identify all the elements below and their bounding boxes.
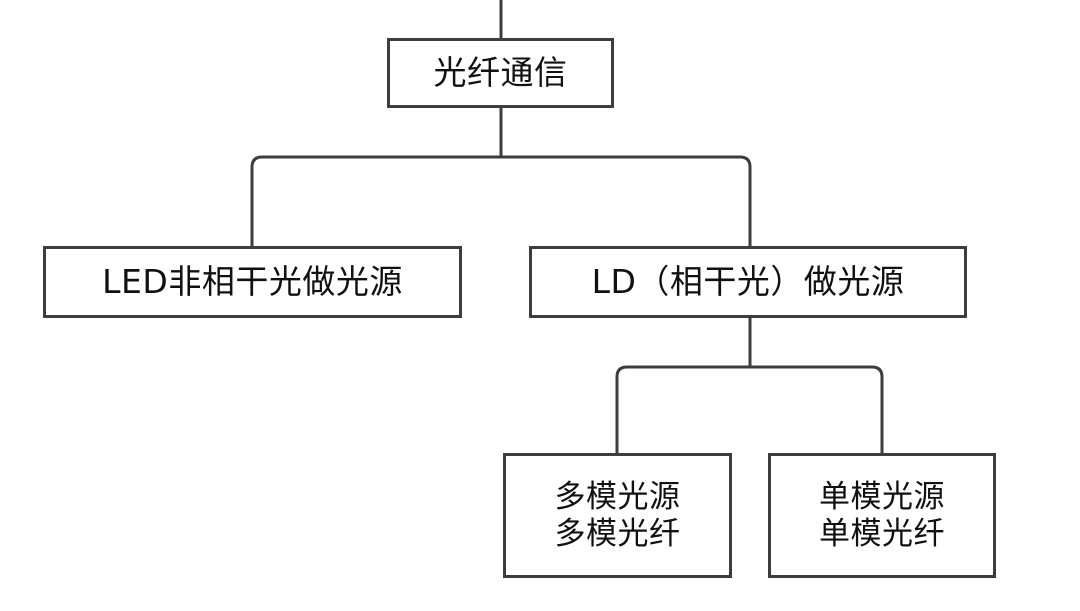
node-singlemode-source-fiber[interactable]: 单模光源 单模光纤 [768,453,996,578]
node-label-fiber-optic-communication: 光纤通信 [433,52,568,92]
node-multimode-source-fiber[interactable]: 多模光源 多模光纤 [503,453,732,578]
node-label-led-incoherent-light-source: LED非相干光做光源 [102,261,403,301]
edge-ld-branch [615,365,884,453]
node-label-ld-coherent-light-source: LD（相干光）做光源 [591,261,905,301]
node-fiber-optic-communication[interactable]: 光纤通信 [387,38,614,108]
node-ld-coherent-light-source[interactable]: LD（相干光）做光源 [529,246,967,318]
node-label-multimode-source-fiber: 多模光源 多模光纤 [554,478,681,552]
node-label-singlemode-source-fiber: 单模光源 单模光纤 [819,478,945,552]
node-led-incoherent-light-source[interactable]: LED非相干光做光源 [43,246,462,318]
edge-root-branch [250,155,752,246]
